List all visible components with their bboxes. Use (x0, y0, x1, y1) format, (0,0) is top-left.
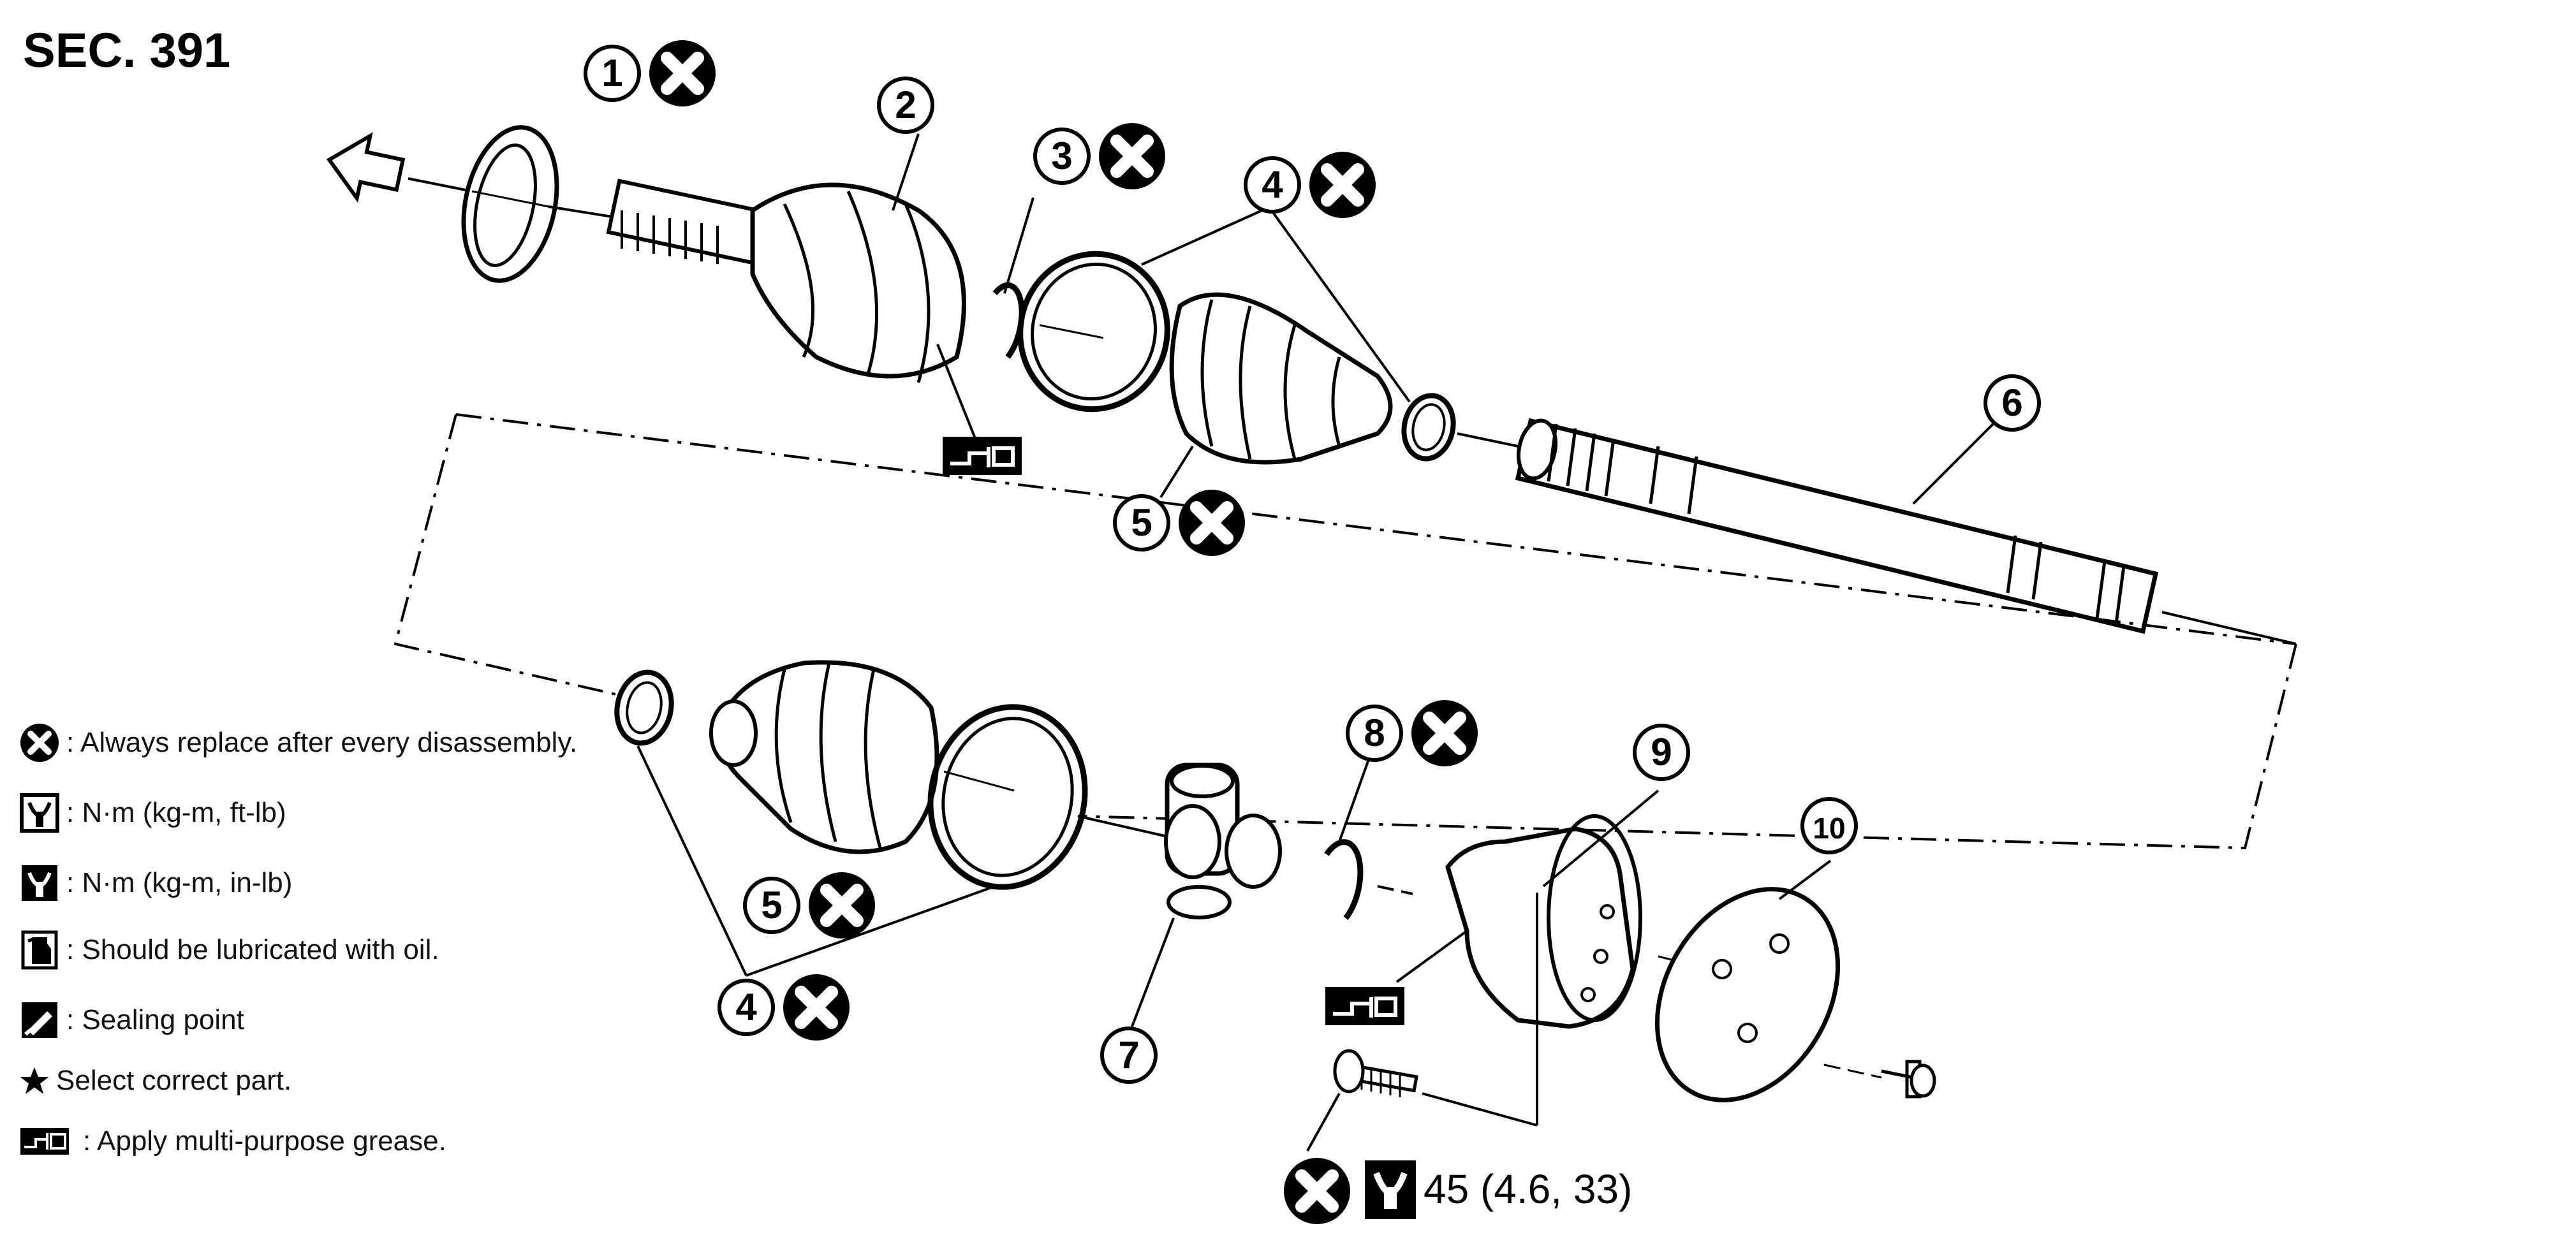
callout-number: 4 (1262, 163, 1283, 206)
part-7-spider-assembly (1077, 763, 1282, 1027)
section-title: SEC. 391 (23, 24, 231, 78)
legend-item-oil: : Should be lubricated with oil. (19, 928, 439, 972)
oil-can-icon (19, 930, 60, 970)
callout-circle (1033, 128, 1091, 185)
replace-x-icon (809, 872, 875, 939)
torque-wrench-icon (1365, 1160, 1416, 1219)
callout-circle (584, 45, 641, 102)
callout-circle (877, 77, 934, 134)
part-4-boot-band-lower (637, 704, 1088, 977)
legend-item-grease: : Apply multi-purpose grease. (19, 1119, 446, 1164)
star-icon (19, 1065, 50, 1096)
replace-x-icon (1179, 490, 1245, 556)
callout-circle (1244, 156, 1301, 214)
callout-6: 6 (1984, 374, 2041, 432)
grease-badge-icon (943, 437, 1022, 475)
callout-circle (1113, 494, 1170, 552)
legend-item-sealing: : Sealing point (19, 998, 244, 1042)
mounting-bolt (1306, 1049, 1538, 1151)
direction-arrow-icon (326, 132, 473, 203)
callout-number: 2 (895, 84, 916, 126)
torque-spec: 45 (4.6, 33) (1424, 1166, 1633, 1212)
callout-circle (1100, 1027, 1158, 1084)
part-1-dust-shield (461, 125, 559, 283)
callout-2: 2 (877, 77, 934, 134)
callout-8: 8 (1346, 700, 1478, 766)
part-5-boot-lower (709, 660, 939, 854)
replace-x-icon (1309, 152, 1376, 218)
part-5-boot-upper (1159, 292, 1393, 499)
callout-4: 4 (1244, 152, 1376, 218)
part-4-boot-band-upper (1017, 206, 1411, 413)
torque-wrench-icon (19, 793, 60, 833)
part-10-cover-plate (1654, 859, 1936, 1102)
callout-5: 5 (743, 872, 875, 939)
replace-x-icon (19, 722, 60, 763)
part-4-small-band-lower (614, 669, 674, 746)
legend-item-replace: : Always replace after every disassembly… (19, 720, 577, 765)
callout-number: 9 (1651, 731, 1672, 773)
legend-item-torque-ftlb: : N·m (kg-m, ft-lb) (19, 791, 286, 835)
callout-4: 4 (718, 974, 850, 1041)
torque-wrench-small-icon (19, 863, 60, 903)
legend-item-torque-inlb: : N·m (kg-m, in-lb) (19, 861, 292, 905)
assembly-link-line (394, 414, 2297, 850)
part-4-small-band-upper (1401, 393, 1456, 462)
callout-circle (743, 877, 800, 934)
callout-number: 10 (1813, 812, 1845, 845)
callout-circle (1984, 374, 2041, 432)
callout-number: 4 (735, 986, 757, 1028)
callout-circle (718, 979, 775, 1036)
callout-number: 7 (1118, 1034, 1139, 1076)
torque-replace-x-icon (1284, 1158, 1350, 1224)
callout-1: 1 (584, 40, 716, 106)
part-2-outer-joint (548, 133, 1022, 475)
callout-circle (1800, 797, 1858, 854)
grease-badge-icon (1325, 987, 1404, 1025)
callout-circle (1346, 705, 1403, 762)
callout-3: 3 (1033, 123, 1165, 189)
part-8-snap-ring (1324, 752, 1413, 920)
callout-10: 10 (1800, 797, 1858, 854)
callout-number: 3 (1051, 135, 1072, 177)
replace-x-icon (649, 40, 716, 106)
callout-circle (1633, 724, 1690, 781)
part-6-drive-shaft (1457, 407, 2297, 645)
callout-labels: 1 2 3 4 5 6 5 4 7 8 9 10 (584, 40, 2041, 1084)
replace-x-icon (1099, 123, 1165, 189)
callout-number: 1 (601, 52, 622, 94)
callout-number: 6 (2001, 381, 2022, 424)
callout-number: 5 (761, 884, 782, 926)
grease-gun-icon (19, 1125, 70, 1157)
legend-item-select-part: Select correct part. (19, 1058, 291, 1103)
callout-number: 5 (1131, 501, 1152, 544)
replace-x-icon (783, 974, 850, 1041)
callout-number: 8 (1364, 712, 1385, 754)
callout-5: 5 (1113, 490, 1245, 556)
replace-x-icon (1411, 700, 1478, 766)
part-3-circlip (992, 197, 1034, 359)
callout-7: 7 (1100, 1027, 1158, 1084)
sealing-point-icon (19, 1000, 60, 1041)
callout-9: 9 (1633, 724, 1690, 781)
